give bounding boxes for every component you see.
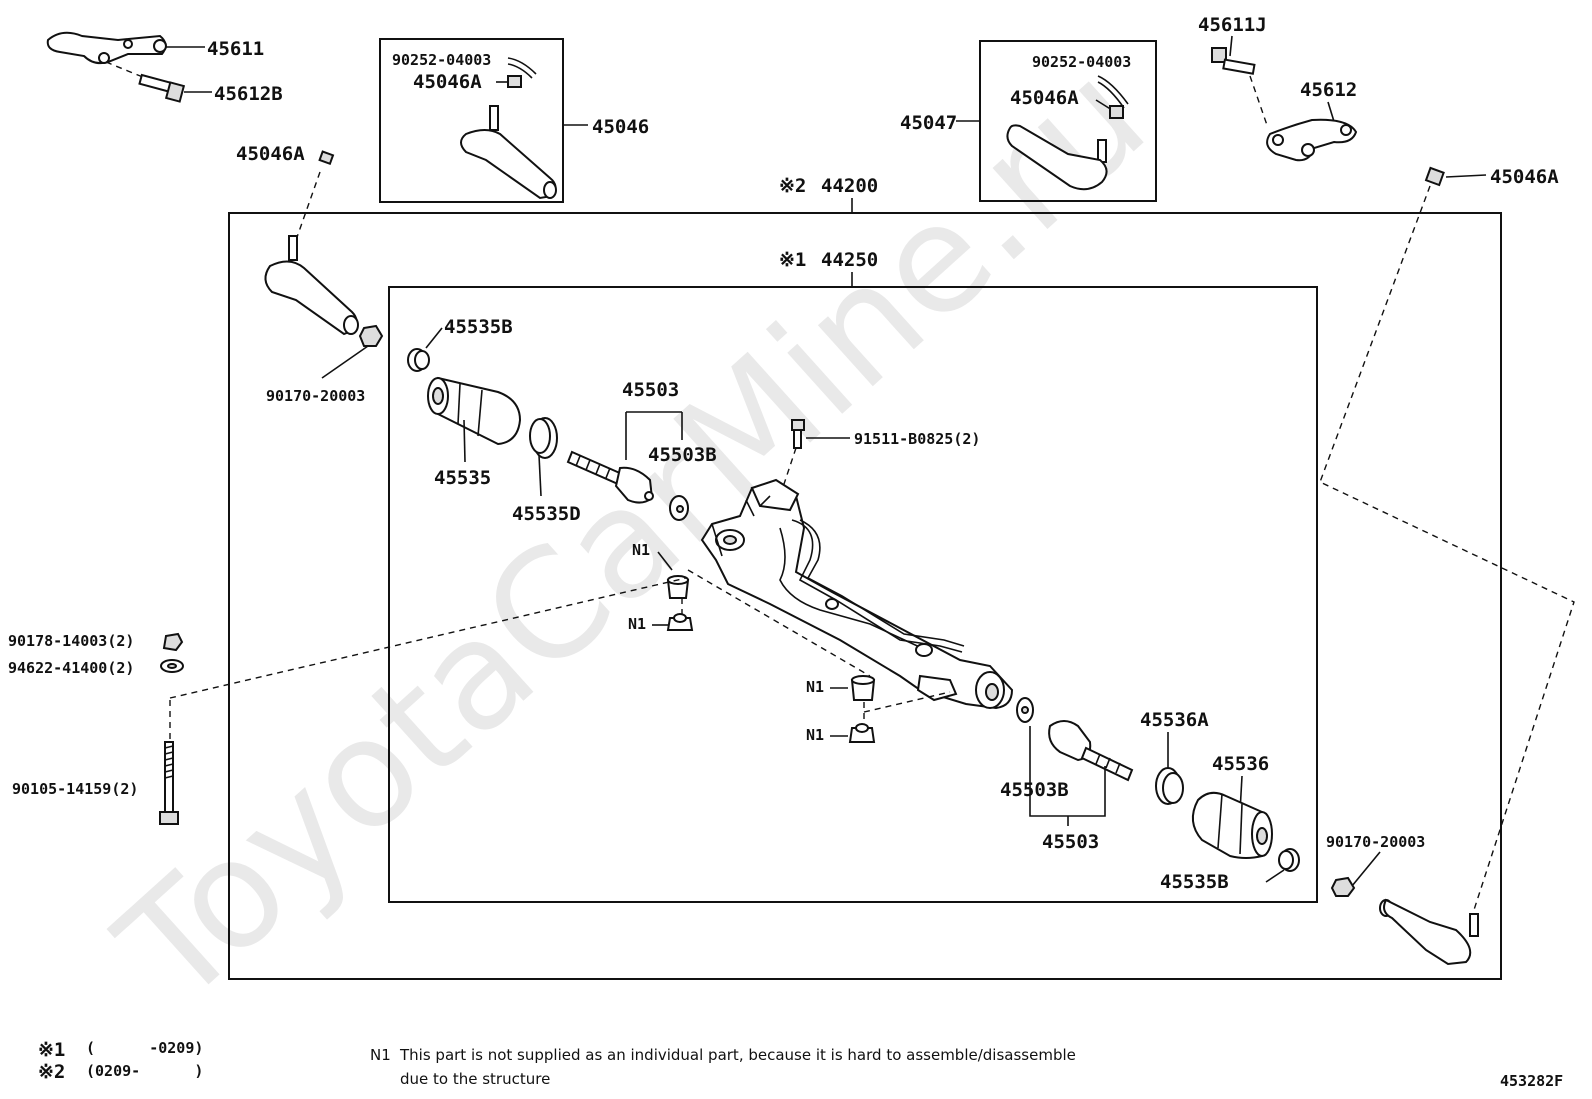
rack-end-45503-right [1048,720,1134,782]
diagram-code: 453282F [1500,1072,1563,1090]
label-94622: 94622-41400(2) [8,659,134,677]
nut-90170-left [358,324,384,347]
label-n1-c: N1 [806,678,824,696]
clamp-45535d [529,417,558,459]
label-45503-bottom: 45503 [1042,831,1099,853]
watermark: ToyotaCarMine.ru [87,31,1178,1038]
label-90105: 90105-14159(2) [12,780,138,798]
nut-45046a-top-left [318,150,335,166]
label-n1-d: N1 [806,726,824,744]
label-45046a-box-left: 45046A [413,71,482,93]
label-45047: 45047 [900,112,957,134]
label-45046a-box-right: 45046A [1010,87,1079,109]
boot-45535 [427,376,522,446]
footnote-1-range: ( -0209) [86,1039,203,1057]
note-n1-line2: due to the structure [400,1070,550,1088]
bushing-n1-b [666,613,694,631]
clamp-45535b-top [407,348,430,372]
note-n1-line1: This part is not supplied as an individu… [399,1046,1076,1064]
bushing-n1-c [850,675,876,701]
washer-94622 [160,659,184,673]
assembly-44200-mark: ※2 [779,175,806,197]
label-45535d: 45535D [512,503,581,525]
note-n1-mark: N1 [370,1046,391,1064]
footnote-1-mark: ※1 [38,1039,65,1061]
nut-45046a-box-left [507,75,522,88]
washer-45503b-top [669,495,689,521]
clamp-45535b-bottom [1278,848,1300,872]
assembly-44200-box [228,212,1502,980]
assembly-44250-number: 44250 [821,249,878,271]
label-90252-left: 90252-04003 [392,51,491,69]
label-45046: 45046 [592,116,649,138]
label-n1-a: N1 [632,541,650,559]
bolt-90105 [159,741,179,825]
label-45612b: 45612B [214,83,283,105]
footnote-2-mark: ※2 [38,1061,65,1083]
assembly-44250-box [388,286,1318,903]
label-45535b-top: 45535B [444,316,513,338]
label-90170-left: 90170-20003 [266,387,365,405]
label-90252-right: 90252-04003 [1032,53,1131,71]
washer-45503b-bottom [1016,697,1034,723]
label-45503-top: 45503 [622,379,679,401]
label-n1-b: N1 [628,615,646,633]
label-45046a-top-right: 45046A [1490,166,1559,188]
tie-rod-end-right [1379,898,1479,966]
label-45611: 45611 [207,38,264,60]
tie-rod-end-45047 [1006,124,1108,191]
bushing-n1-a [666,575,690,599]
tie-rod-end-left [264,235,359,336]
kit-45046-box [379,38,564,203]
label-91511: 91511-B0825(2) [854,430,980,448]
label-45535b-bottom: 45535B [1160,871,1229,893]
label-90178: 90178-14003(2) [8,632,134,650]
rack-end-45503-left [566,450,654,504]
nut-45046a-top-right [1424,166,1445,187]
tie-rod-end-45046 [460,105,557,200]
label-90170-right: 90170-20003 [1326,833,1425,851]
knuckle-arm-left [46,31,167,65]
label-45536a: 45536A [1140,709,1209,731]
bolt-91511 [791,419,805,449]
bolt-45612b [138,73,186,103]
label-45503b-bottom: 45503B [1000,779,1069,801]
clamp-45536a [1155,767,1184,805]
label-45612: 45612 [1300,79,1357,101]
bushing-n1-d [848,723,876,743]
label-45046a-top-left: 45046A [236,143,305,165]
label-45503b-top: 45503B [648,444,717,466]
boot-45536 [1191,791,1273,859]
steering-gear-housing [700,478,1014,710]
label-45536: 45536 [1212,753,1269,775]
footnote-2-range: (0209- ) [86,1062,203,1080]
assembly-44250-mark: ※1 [779,249,806,271]
assembly-44200-number: 44200 [821,175,878,197]
nut-45046a-box-right [1109,105,1124,119]
bolt-45611j [1211,47,1256,75]
knuckle-arm-right [1266,118,1358,162]
label-45535: 45535 [434,467,491,489]
nut-90170-right [1330,876,1356,897]
label-45611j: 45611J [1198,14,1267,36]
nut-90178 [162,632,184,652]
